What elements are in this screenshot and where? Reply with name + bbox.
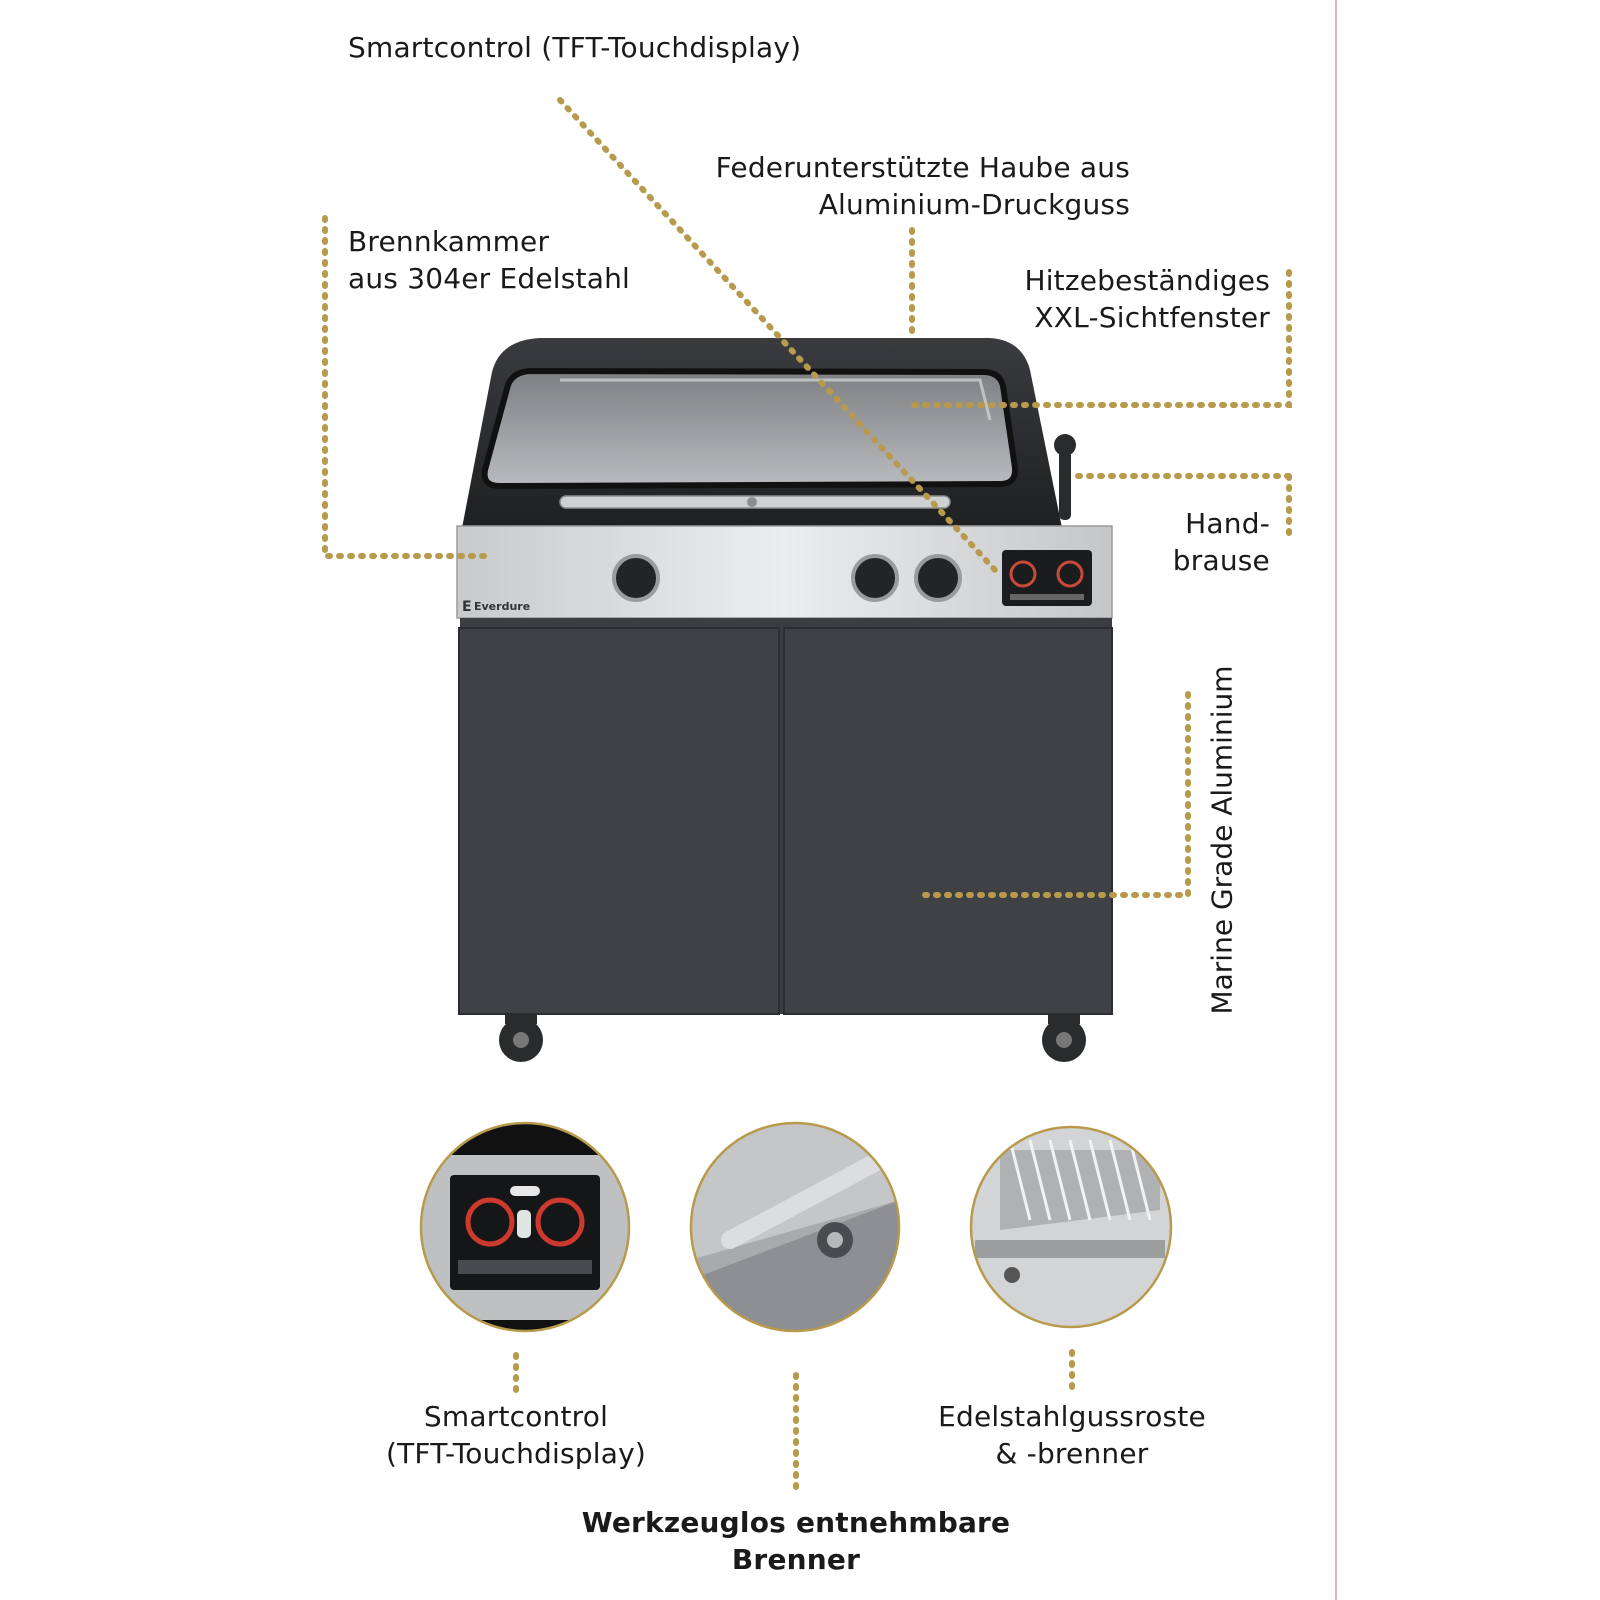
leader-brennkammer bbox=[322, 215, 495, 559]
leader-lines bbox=[322, 97, 1292, 1491]
control-panel: Everdure E bbox=[456, 525, 1113, 619]
callout-haube: Federunterstützte Haube aus Aluminium-Dr… bbox=[690, 149, 1130, 223]
viewing-window bbox=[481, 367, 1019, 490]
callout-sichtfenster-line1: Hitzebeständiges bbox=[1024, 264, 1270, 297]
callout-brennkammer-line1: Brennkammer bbox=[348, 225, 550, 258]
callout-handbrause: Hand- brause bbox=[1120, 505, 1270, 579]
cabinet-door-left bbox=[458, 627, 780, 1015]
callout-haube-line1: Federunterstützte Haube aus bbox=[715, 151, 1130, 184]
callout-aluminium: Marine Grade Aluminium bbox=[1205, 665, 1239, 1015]
detail-label-roste-line1: Edelstahlgussroste bbox=[938, 1400, 1206, 1433]
detail-label-smartcontrol-line2: (TFT-Touchdisplay) bbox=[385, 1437, 647, 1470]
callout-brennkammer: Brennkammer aus 304er Edelstahl bbox=[348, 223, 630, 297]
cabinet-door-right bbox=[783, 627, 1113, 1015]
leader-aluminium bbox=[920, 691, 1191, 898]
detail-image-grates bbox=[969, 1125, 1173, 1329]
callout-haube-line2: Aluminium-Druckguss bbox=[818, 188, 1130, 221]
brand-logo: Everdure bbox=[474, 600, 530, 613]
hand-shower bbox=[1054, 434, 1076, 520]
detail-label-roste-line2: & -brenner bbox=[995, 1437, 1149, 1470]
grill-cabinet bbox=[458, 618, 1113, 1062]
touch-display bbox=[1002, 550, 1092, 606]
callout-handbrause-line1: Hand- bbox=[1185, 507, 1270, 540]
control-knob-center bbox=[851, 554, 899, 602]
callout-smartcontrol-text: Smartcontrol (TFT-Touchdisplay) bbox=[348, 31, 802, 64]
leader-smartcontrol bbox=[557, 97, 998, 573]
detail-image-smartcontrol bbox=[419, 1121, 631, 1333]
callout-brennkammer-line2: aus 304er Edelstahl bbox=[348, 262, 630, 295]
detail-label-roste: Edelstahlgussroste & -brenner bbox=[912, 1398, 1232, 1472]
grill-lid bbox=[462, 338, 1062, 528]
leader-sichtfenster bbox=[905, 269, 1292, 408]
detail-image-burner bbox=[689, 1121, 901, 1333]
detail-label-smartcontrol: Smartcontrol (TFT-Touchdisplay) bbox=[356, 1398, 676, 1472]
control-knob-right bbox=[914, 554, 962, 602]
svg-text:E: E bbox=[462, 599, 472, 615]
callout-handbrause-line2: brause bbox=[1172, 544, 1270, 577]
detail-label-brenner: Werkzeuglos entnehmbare Brenner bbox=[566, 1504, 1026, 1578]
callout-sichtfenster: Hitzebeständiges XXL-Sichtfenster bbox=[990, 262, 1270, 336]
leader-handbrause bbox=[1072, 473, 1292, 539]
control-knob-left bbox=[612, 554, 660, 602]
detail-label-smartcontrol-line1: Smartcontrol bbox=[423, 1400, 609, 1433]
callout-smartcontrol: Smartcontrol (TFT-Touchdisplay) bbox=[348, 29, 801, 66]
right-divider-line bbox=[1335, 0, 1337, 1600]
callout-sichtfenster-line2: XXL-Sichtfenster bbox=[1034, 301, 1270, 334]
detail-label-brenner-line2: Brenner bbox=[731, 1543, 861, 1576]
detail-label-brenner-line1: Werkzeuglos entnehmbare bbox=[581, 1506, 1011, 1539]
